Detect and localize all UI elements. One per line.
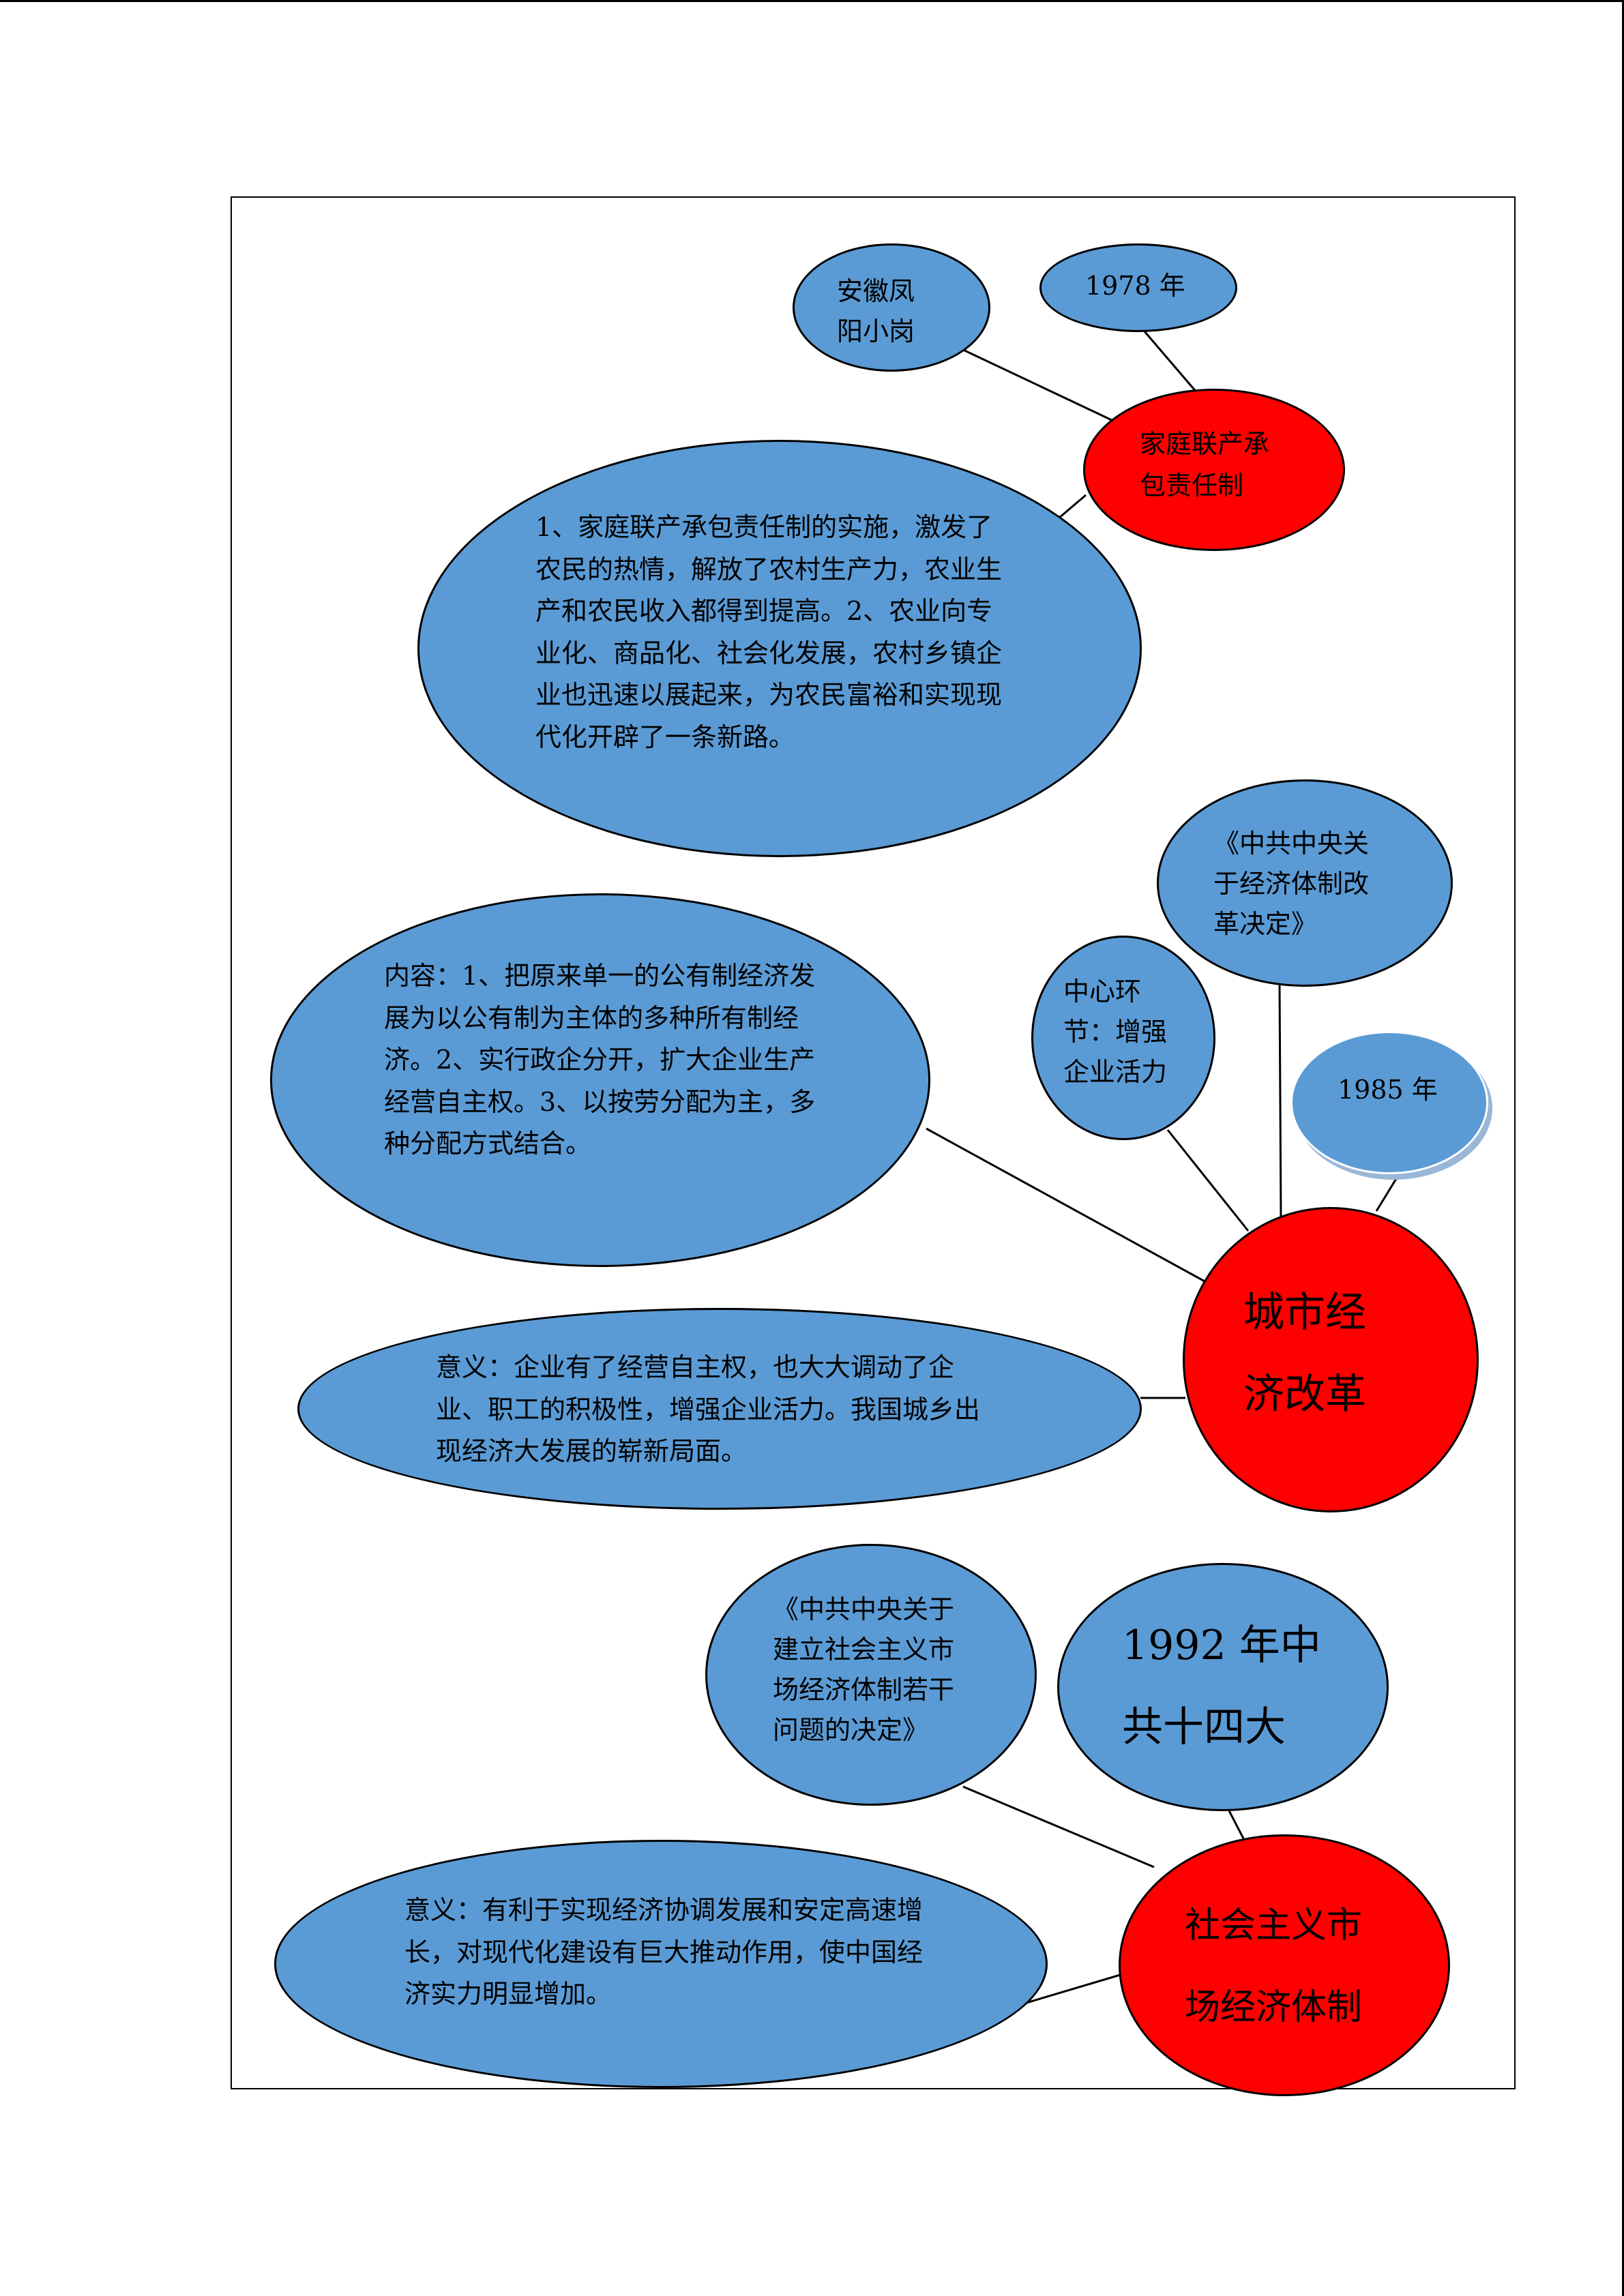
urban-content-text: 内容：1、把原来单一的公有制经济发展为以公有制为主体的多种所有制经济。2、实行政… <box>384 961 816 1159</box>
market-document-label: 《中共中央关于 建立社会主义市 场经济体制若干 问题的决定》 <box>773 1594 955 1745</box>
year-1978-node: 1978 年 <box>1039 243 1237 332</box>
connector-place-to-rural <box>961 348 1114 422</box>
urban-content-node: 内容：1、把原来单一的公有制经济发展为以公有制为主体的多种所有制经济。2、实行政… <box>270 893 930 1267</box>
year-1985-label: 1985 年 <box>1338 1075 1438 1105</box>
market-document-node: 《中共中央关于 建立社会主义市 场经济体制若干 问题的决定》 <box>705 1544 1037 1806</box>
connector-document-to-market <box>962 1785 1155 1868</box>
urban-document-node: 《中共中央关 于经济体制改 革决定》 <box>1157 779 1453 987</box>
connector-rural-significance <box>1058 494 1087 520</box>
rural-significance-node: 1、家庭联产承包责任制的实施，激发了农民的热情，解放了农村生产力，农业生产和农民… <box>417 440 1142 857</box>
urban-reform-node: 城市经 济改革 <box>1183 1207 1479 1512</box>
year-1985-node: 1985 年 <box>1290 1031 1488 1174</box>
connector-year1978-to-rural <box>1143 331 1198 393</box>
place-label: 安徽凤 阳小岗 <box>837 276 915 346</box>
urban-significance-node: 意义：企业有了经营自主权，也大大调动了企业、职工的积极性，增强企业活力。我国城乡… <box>297 1308 1142 1510</box>
market-significance-node: 意义：有利于实现经济协调发展和安定高速增长，对现代化建设有巨大推动作用，使中国经… <box>274 1840 1048 2088</box>
market-economy-node: 社会主义市 场经济体制 <box>1119 1834 1450 2096</box>
connector-document-to-urban <box>1278 985 1282 1221</box>
rural-significance-text: 1、家庭联产承包责任制的实施，激发了农民的热情，解放了农村生产力，农业生产和农民… <box>535 512 1003 752</box>
rural-reform-node: 家庭联产承 包责任制 <box>1083 389 1345 551</box>
connector-center-to-urban <box>1166 1129 1250 1232</box>
market-significance-text: 意义：有利于实现经济协调发展和安定高速增长，对现代化建设有巨大推动作用，使中国经… <box>404 1895 924 2010</box>
market-economy-title: 社会主义市 场经济体制 <box>1185 1905 1363 2028</box>
connector-content-to-urban <box>926 1127 1207 1283</box>
center-link-label: 中心环 节：增强 企业活力 <box>1063 976 1168 1087</box>
congress-node: 1992 年中 共十四大 <box>1057 1563 1389 1811</box>
center-link-node: 中心环 节：增强 企业活力 <box>1031 936 1215 1140</box>
rural-reform-title: 家庭联产承 包责任制 <box>1140 429 1270 501</box>
place-node: 安徽凤 阳小岗 <box>793 243 990 372</box>
year-1978-label: 1978 年 <box>1085 271 1185 301</box>
urban-document-label: 《中共中央关 于经济体制改 革决定》 <box>1213 829 1370 939</box>
congress-label: 1992 年中 共十四大 <box>1122 1622 1321 1751</box>
diagram-frame <box>231 196 1516 2089</box>
connector-year1985-to-urban <box>1375 1177 1398 1212</box>
urban-reform-title: 城市经 济改革 <box>1243 1289 1366 1418</box>
urban-significance-text: 意义：企业有了经营自主权，也大大调动了企业、职工的积极性，增强企业活力。我国城乡… <box>436 1352 981 1467</box>
